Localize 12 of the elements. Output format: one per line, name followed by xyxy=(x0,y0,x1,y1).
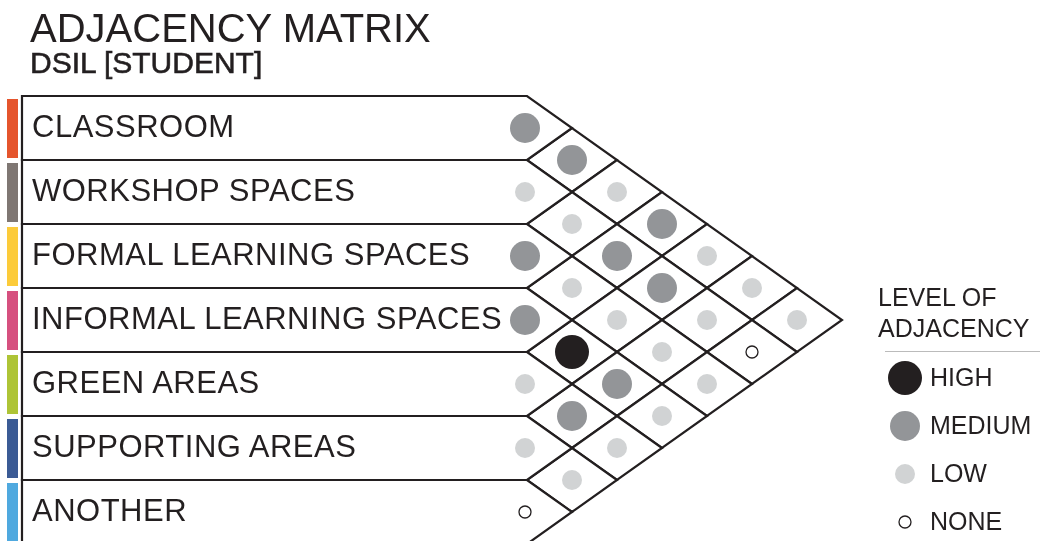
row-label: INFORMAL LEARNING SPACES xyxy=(32,301,503,337)
row-label: ANOTHER xyxy=(32,493,188,529)
row-label: WORKSHOP SPACES xyxy=(32,173,356,209)
legend-heading: LEVEL OF ADJACENCY xyxy=(878,282,1028,344)
legend-label: LOW xyxy=(930,459,987,488)
legend-label: HIGH xyxy=(930,363,993,392)
row-label: FORMAL LEARNING SPACES xyxy=(32,237,471,273)
legend-label: MEDIUM xyxy=(930,411,1032,440)
legend-label: NONE xyxy=(930,507,1003,536)
row-label: CLASSROOM xyxy=(32,109,235,145)
row-label: SUPPORTING AREAS xyxy=(32,429,357,465)
row-label: GREEN AREAS xyxy=(32,365,260,401)
